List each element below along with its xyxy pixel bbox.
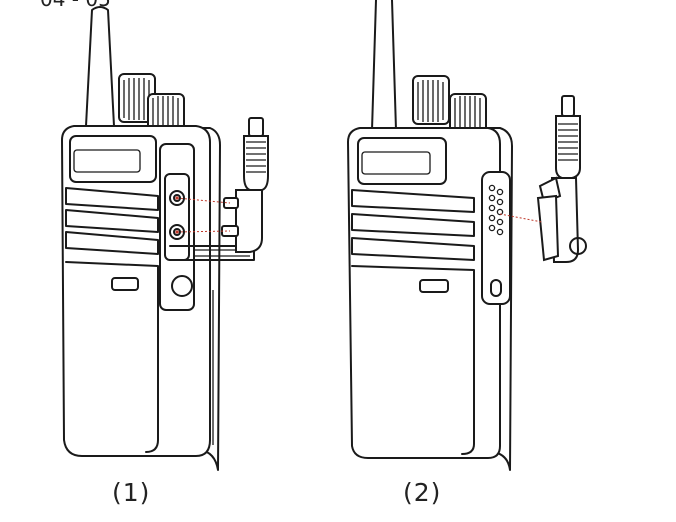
radio-1 bbox=[60, 6, 255, 471]
radio-2-grille bbox=[351, 189, 475, 261]
radio-1-knob-front bbox=[147, 93, 185, 133]
radio-1-jack-lower bbox=[169, 224, 185, 240]
connector-1-pin-upper bbox=[223, 197, 239, 209]
radio-2-knob-front bbox=[449, 93, 487, 133]
radio-1-port-panel bbox=[159, 143, 195, 311]
caption-2: (2) bbox=[403, 478, 442, 507]
radio-1-antenna bbox=[85, 6, 115, 127]
radio-1-knob-rear bbox=[118, 73, 156, 123]
radio-2-display bbox=[357, 137, 447, 185]
radio-2-knob-rear bbox=[412, 75, 450, 125]
radio-2-ptt-button bbox=[490, 279, 502, 297]
radio-1-display bbox=[69, 135, 157, 183]
radio-2-alignment-guide bbox=[499, 213, 543, 223]
radio-1-jack-upper bbox=[169, 190, 185, 206]
radio-1-grille bbox=[65, 187, 159, 255]
radio-2-label-slot bbox=[419, 279, 449, 293]
connector-2-screw bbox=[569, 237, 587, 255]
radio-1-label-slot bbox=[111, 277, 139, 291]
top-cropped-text: 04 - 05 bbox=[40, 0, 111, 11]
connector-1 bbox=[221, 117, 269, 253]
radio-2-body-side bbox=[459, 127, 513, 471]
radio-2-pin-grid bbox=[488, 184, 504, 236]
radio-1-alignment-guides bbox=[175, 196, 231, 234]
radio-1-body-side bbox=[167, 127, 221, 471]
radio-2-port-panel bbox=[481, 171, 511, 305]
radio-2 bbox=[346, 0, 513, 471]
connector-2 bbox=[536, 95, 587, 263]
radio-1-ptt-button bbox=[171, 275, 193, 297]
caption-1: (1) bbox=[112, 478, 151, 507]
radio-2-antenna bbox=[371, 0, 397, 131]
